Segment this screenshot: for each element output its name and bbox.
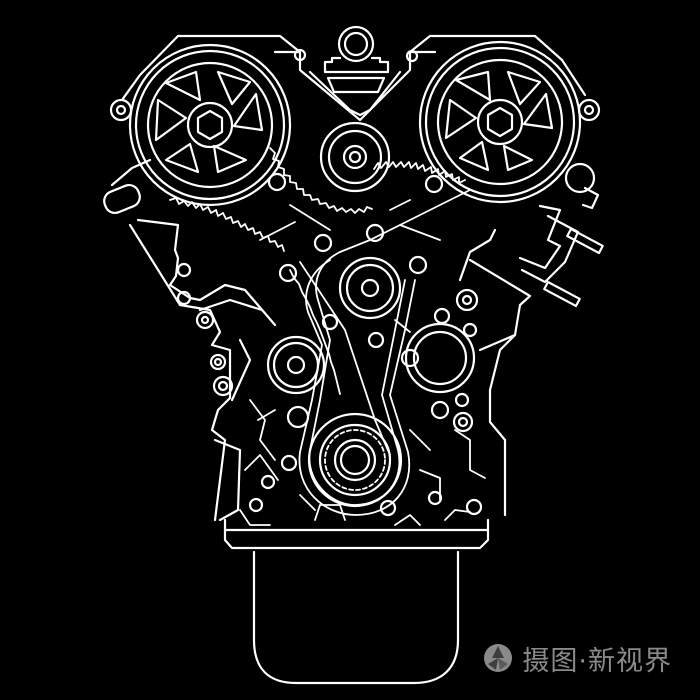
tensioner-pulley (266, 335, 326, 395)
top-cap (323, 25, 390, 94)
crank-sprocket (307, 412, 403, 508)
right-cam-pulley (405, 40, 601, 204)
upper-idler-pulley (319, 121, 391, 193)
oil-pump (400, 322, 476, 394)
oil-pan (252, 550, 460, 685)
inner-detail-lines (239, 199, 471, 526)
block-base (223, 518, 490, 550)
left-block-outline (103, 158, 279, 522)
watermark-text: 摄图·新视界 (522, 645, 672, 677)
center-pulley (338, 256, 402, 320)
bolts (176, 223, 483, 517)
right-block-outline (419, 162, 604, 517)
watermark: 摄图·新视界 (482, 640, 672, 677)
camera-aperture-icon (484, 644, 513, 672)
left-cam-pulley (109, 43, 307, 207)
